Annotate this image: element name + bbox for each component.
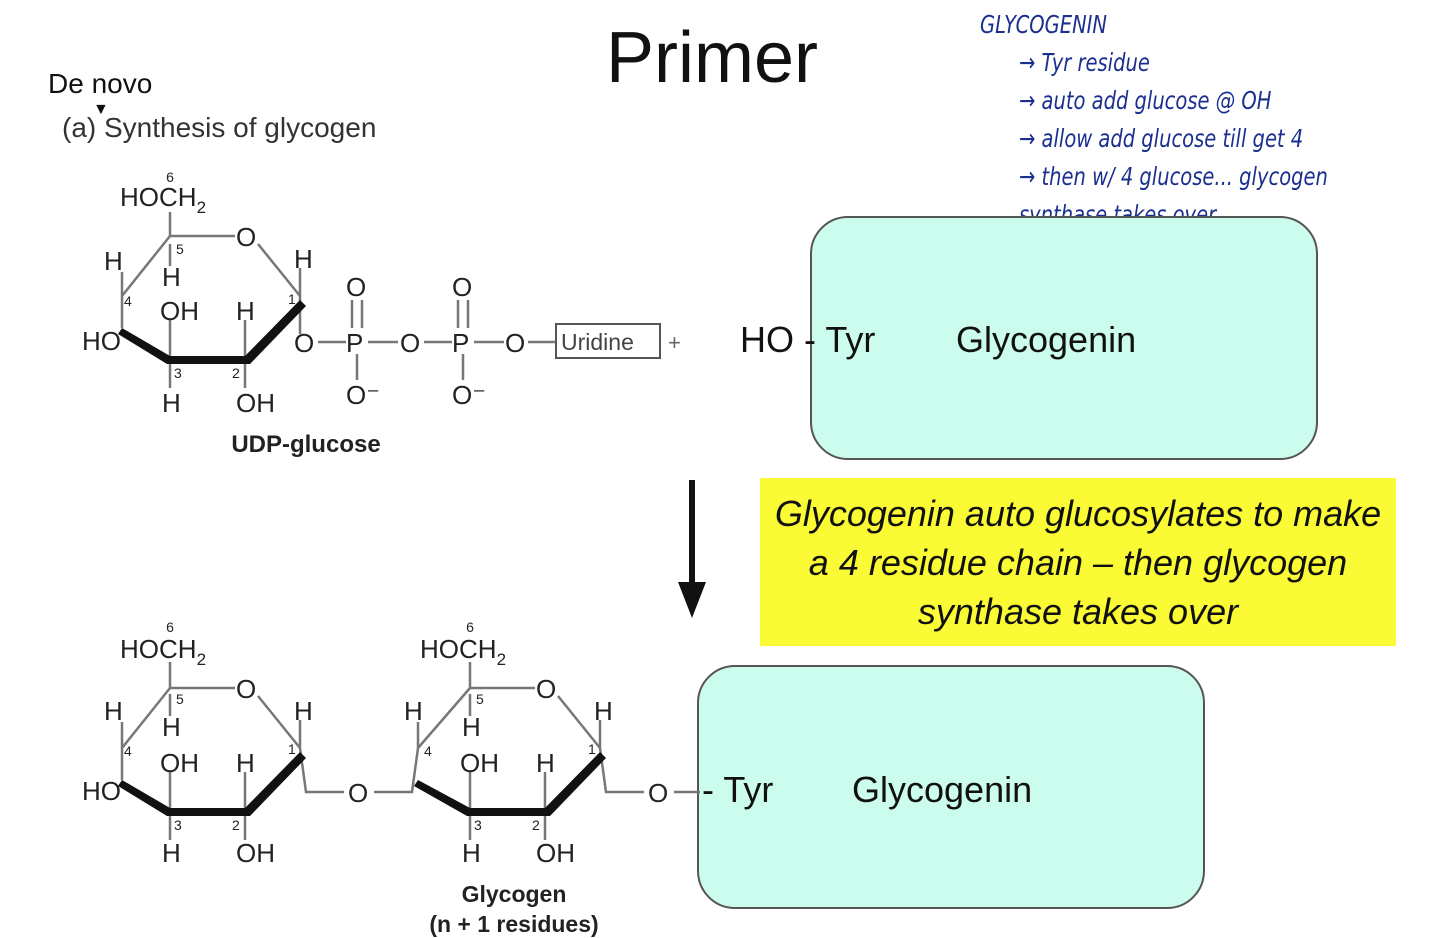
udp-glucose-label: UDP-glucose [231,431,380,458]
oxygen: O [294,328,314,358]
oxygen: O [346,272,366,302]
oxygen: O [452,272,472,302]
section-label: (a) Synthesis of glycogen [62,112,377,143]
glycogenin-box-top [810,216,1318,460]
phosphorus: P [452,328,469,358]
carbon-number: 5 [176,241,184,257]
handwritten-notes: GLYCOGENIN → Tyr residue → auto add gluc… [980,6,1328,234]
hydrogen: H [104,696,123,726]
carbon-number: 2 [532,817,540,833]
bottom-tyr-label: - Tyr [702,769,774,810]
callout-text: Glycogenin auto glucosylates to make a 4… [774,492,1382,632]
oxide-ion: O⁻ [346,380,380,410]
top-tyr-label: HO - Tyr [740,319,876,360]
top-glycogenin-label: Glycogenin [956,319,1137,360]
carbon-number: 2 [232,817,240,833]
de-novo-label: De novo [48,68,153,99]
hoch2-subscript: 2 [197,198,206,217]
hoch2-subscript: 2 [497,650,506,669]
hydroxyl: HO [82,326,121,356]
glycosidic-oxygen: O [348,778,368,808]
hoch2-text: HOCH [420,634,497,664]
hoch2-label: HOCH2 [420,634,506,669]
hoch2-text: HOCH [120,634,197,664]
hoch2-label: HOCH2 [120,182,206,217]
ring-oxygen: O [536,674,556,704]
oxygen: O [400,328,420,358]
hoch2-text: HOCH [120,182,197,212]
glycogen-label: Glycogen [462,881,567,907]
hydrogen: H [236,748,255,778]
ring-oxygen: O [236,222,256,252]
oxygen: O [505,328,525,358]
hoch2-label: HOCH2 [120,634,206,669]
glycogenin-box-bottom [697,665,1205,909]
pointer-arrow-icon: ▼ [93,101,109,118]
hydrogen: H [462,712,481,742]
page-title: Primer [606,18,818,98]
uridine-label: Uridine [561,329,634,355]
carbon-number: 4 [124,293,132,309]
hydroxyl: OH [160,296,199,326]
carbon-number: 6 [166,619,174,635]
hydrogen: H [462,838,481,868]
udp-glucose-structure: 6 HOCH2 O 5 H H H 4 OH H 1 HO 3 2 H OH O… [82,169,681,458]
hydrogen: H [162,388,181,418]
callout-box: Glycogenin auto glucosylates to make a 4… [760,478,1396,646]
note-line: → auto add glucose @ OH [1019,86,1272,115]
hydrogen: H [404,696,423,726]
hydrogen: H [162,712,181,742]
carbon-number: 1 [288,291,296,307]
note-line: GLYCOGENIN [980,10,1108,39]
carbon-number: 4 [424,743,432,759]
hydrogen: H [536,748,555,778]
carbon-number: 6 [166,169,174,185]
glycogen-structure: 6 HOCH2 O 5 H H H 4 OH H 1 HO 3 2 H OH O… [82,619,700,937]
note-line: → allow add glucose till get 4 [1019,124,1304,153]
glycosidic-oxygen: O [648,778,668,808]
hydrogen: H [294,696,313,726]
hydrogen: H [294,244,313,274]
hydroxyl: OH [236,388,275,418]
carbon-number: 6 [466,619,474,635]
carbon-number: 2 [232,365,240,381]
hydrogen: H [162,262,181,292]
hydrogen: H [104,246,123,276]
carbon-number: 3 [174,817,182,833]
glycogen-residues-label: (n + 1 residues) [429,911,598,937]
carbon-number: 1 [288,741,296,757]
carbon-number: 3 [174,365,182,381]
hydroxyl: OH [460,748,499,778]
down-arrow-icon [678,480,706,618]
ring-oxygen: O [236,674,256,704]
hydroxyl: OH [160,748,199,778]
bottom-glycogenin-label: Glycogenin [852,769,1033,810]
hoch2-subscript: 2 [197,650,206,669]
carbon-number: 3 [474,817,482,833]
phosphorus: P [346,328,363,358]
hydroxyl: HO [82,776,121,806]
hydrogen: H [162,838,181,868]
carbon-number: 5 [476,691,484,707]
carbon-number: 1 [588,741,596,757]
hydroxyl: OH [236,838,275,868]
hydroxyl: OH [536,838,575,868]
note-line: → then w/ 4 glucose... glycogen [1019,162,1328,191]
note-line: → Tyr residue [1019,48,1150,77]
carbon-number: 5 [176,691,184,707]
oxide-ion: O⁻ [452,380,486,410]
carbon-number: 4 [124,743,132,759]
hydrogen: H [236,296,255,326]
plus-sign: + [668,330,681,355]
hydrogen: H [594,696,613,726]
